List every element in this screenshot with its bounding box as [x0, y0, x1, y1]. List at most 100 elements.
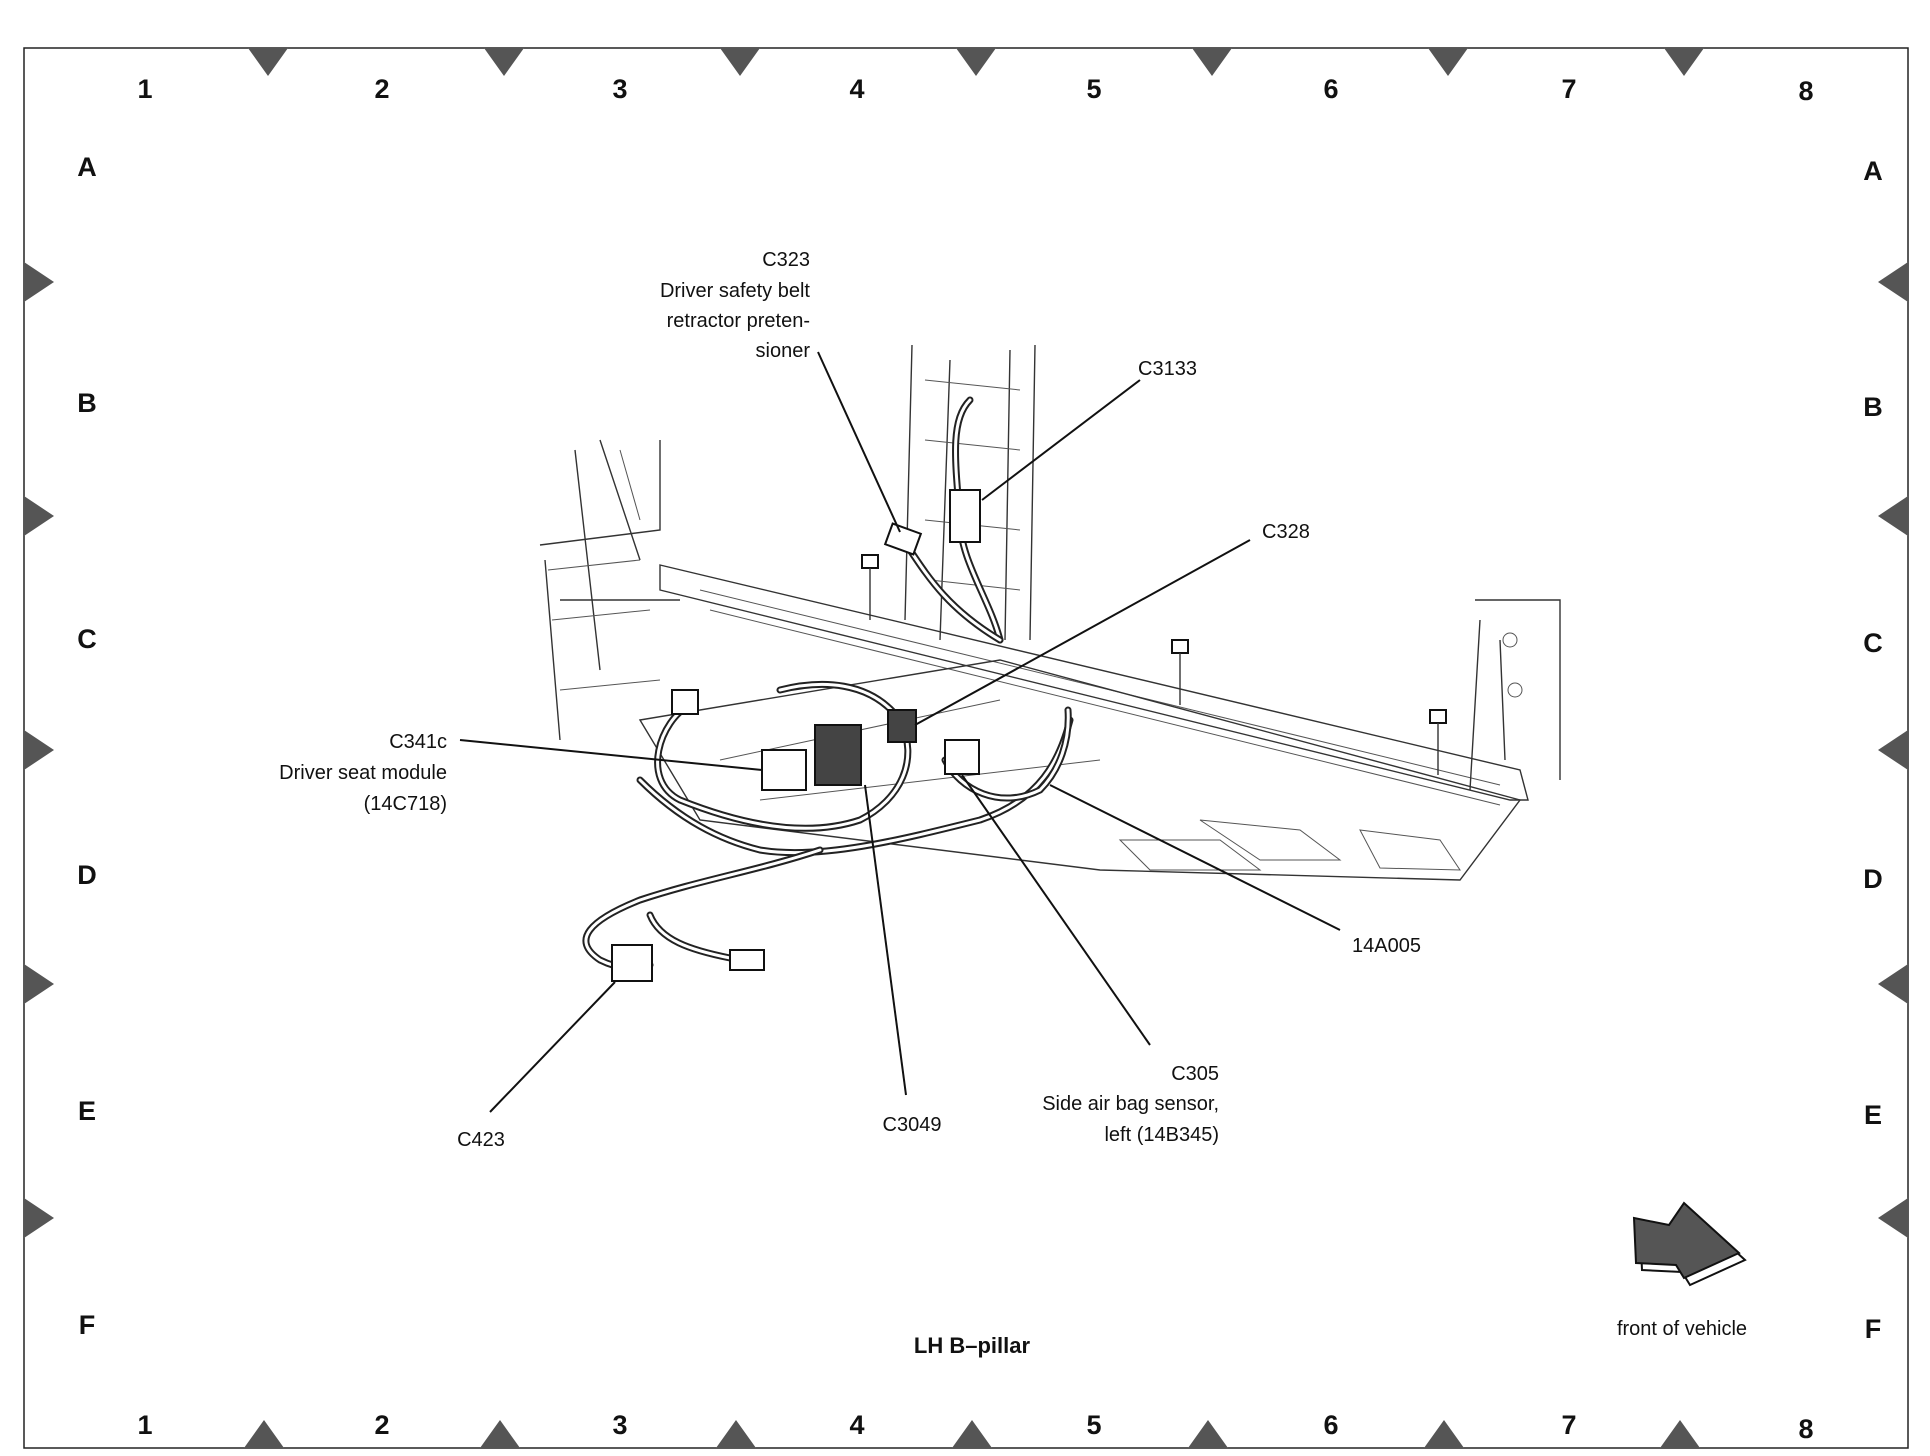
b-pillar-detail — [924, 379, 1021, 591]
right-marker-4 — [1878, 964, 1908, 1004]
c3049-code: C3049 — [883, 1114, 942, 1136]
leader-c341c — [459, 739, 763, 771]
row-label-c: C — [77, 624, 97, 654]
row-label-f: F — [79, 1310, 96, 1340]
column-label-7: 7 — [1561, 74, 1576, 104]
c423-connector — [611, 944, 653, 982]
c305-connector — [944, 739, 980, 775]
bottom-marker-7 — [1660, 1420, 1700, 1448]
column-label-3: 3 — [612, 1410, 627, 1440]
c305-desc-2: left (14B345) — [1104, 1124, 1219, 1146]
left-marker-1 — [24, 262, 54, 302]
bolt-2 — [1171, 639, 1189, 705]
callout-c3049: C3049 — [883, 1114, 942, 1136]
floor-outline — [638, 659, 1522, 881]
row-label-b: B — [77, 388, 97, 418]
c323-desc-2: retractor preten- — [667, 310, 810, 332]
column-label-8: 8 — [1798, 1414, 1813, 1444]
front-frame-outline — [1469, 599, 1561, 791]
column-label-2: 2 — [374, 74, 389, 104]
c323-desc-1: Driver safety belt — [660, 280, 810, 302]
callout-c341c: C341c Driver seat module (14C718) — [279, 731, 447, 815]
row-label-e: E — [78, 1096, 96, 1126]
c323-desc-3: sioner — [756, 340, 811, 362]
leader-c323 — [817, 351, 901, 533]
left-marker-4 — [24, 964, 54, 1004]
c323-connector — [883, 522, 923, 556]
bolt-3 — [1429, 709, 1447, 775]
c3133-connector — [949, 489, 981, 543]
leader-14a005 — [1049, 784, 1341, 931]
leader-c423 — [489, 981, 616, 1113]
edge-markers — [24, 48, 1908, 1448]
grid-rows-left: A B C D E F — [77, 152, 97, 1340]
frame-hole-1 — [1502, 632, 1518, 648]
column-label-5: 5 — [1086, 74, 1101, 104]
c341c-desc-2: (14C718) — [364, 793, 447, 815]
bottom-marker-6 — [1424, 1420, 1464, 1448]
rear-body-detail — [547, 449, 661, 691]
column-label-8: 8 — [1798, 76, 1813, 106]
column-label-5: 5 — [1086, 1410, 1101, 1440]
harness-to-rj — [646, 911, 734, 962]
c305-code: C305 — [1171, 1063, 1219, 1085]
row-label-c: C — [1863, 628, 1883, 658]
right-marker-2 — [1878, 496, 1908, 536]
right-marker-3 — [1878, 730, 1908, 770]
c3049-connector — [814, 724, 862, 786]
a14a005-code: 14A005 — [1352, 935, 1421, 957]
clip-connector — [671, 689, 699, 715]
top-marker-3 — [720, 48, 760, 76]
grid-columns-bottom: 1 2 3 4 5 6 7 8 — [137, 1410, 1813, 1444]
left-marker-3 — [24, 730, 54, 770]
c341c-desc-1: Driver seat module — [279, 762, 447, 784]
column-label-1: 1 — [137, 74, 152, 104]
left-marker-5 — [24, 1198, 54, 1238]
diagram-title: LH B–pillar — [914, 1333, 1031, 1358]
c328-code: C328 — [1262, 521, 1310, 543]
c423-code: C423 — [457, 1129, 505, 1151]
top-marker-2 — [484, 48, 524, 76]
grid-columns-top: 1 2 3 4 5 6 7 8 — [137, 74, 1813, 106]
row-label-f: F — [1865, 1314, 1882, 1344]
top-marker-7 — [1664, 48, 1704, 76]
right-marker-1 — [1878, 262, 1908, 302]
row-label-b: B — [1863, 392, 1883, 422]
bottom-marker-5 — [1188, 1420, 1228, 1448]
leader-lines — [459, 351, 1341, 1113]
leader-c3049 — [864, 784, 907, 1096]
bottom-marker-4 — [952, 1420, 992, 1448]
frame-hole-2 — [1507, 682, 1523, 698]
row-label-a: A — [77, 152, 97, 182]
c341c-code: C341c — [389, 731, 447, 753]
c341c-connector — [761, 749, 807, 791]
column-label-3: 3 — [612, 74, 627, 104]
bottom-marker-3 — [716, 1420, 756, 1448]
column-label-1: 1 — [137, 1410, 152, 1440]
rj-connector — [729, 949, 765, 971]
column-label-6: 6 — [1323, 1410, 1338, 1440]
arrow-icon — [1632, 1201, 1747, 1287]
column-label-4: 4 — [849, 1410, 864, 1440]
column-label-6: 6 — [1323, 74, 1338, 104]
left-marker-2 — [24, 496, 54, 536]
top-marker-4 — [956, 48, 996, 76]
right-marker-5 — [1878, 1198, 1908, 1238]
callout-c3133: C3133 — [1138, 358, 1197, 380]
orientation-label: front of vehicle — [1617, 1318, 1747, 1340]
top-marker-1 — [248, 48, 288, 76]
c323-code: C323 — [762, 249, 810, 271]
callout-c423: C423 — [457, 1129, 505, 1151]
c305-desc-1: Side air bag sensor, — [1042, 1093, 1219, 1115]
vehicle-line-art — [539, 344, 1561, 881]
leader-c305 — [961, 774, 1151, 1046]
leader-c328 — [914, 539, 1251, 726]
row-label-a: A — [1863, 156, 1883, 186]
rear-body-outline — [539, 439, 680, 741]
callout-c323: C323 Driver safety belt retractor preten… — [660, 249, 810, 362]
callout-c328: C328 — [1262, 521, 1310, 543]
c3133-code: C3133 — [1138, 358, 1197, 380]
row-label-e: E — [1864, 1100, 1882, 1130]
column-label-7: 7 — [1561, 1410, 1576, 1440]
